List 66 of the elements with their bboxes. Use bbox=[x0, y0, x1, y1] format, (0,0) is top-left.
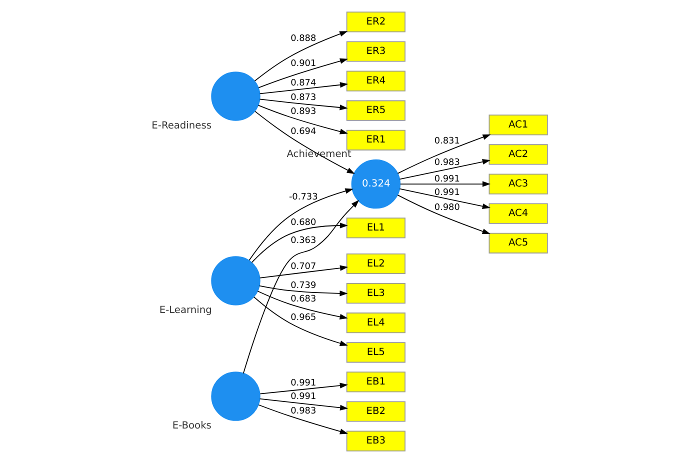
node-circle bbox=[211, 72, 260, 121]
edge-label: 0.874 bbox=[290, 78, 316, 89]
arrow bbox=[257, 290, 348, 320]
edge-label: 0.680 bbox=[290, 218, 316, 228]
edge-label: 0.965 bbox=[290, 313, 316, 324]
arrow bbox=[397, 194, 490, 234]
node-label: E-Books bbox=[172, 420, 212, 432]
node-box: AC5 bbox=[488, 232, 548, 254]
node-box: EL3 bbox=[346, 283, 406, 304]
edge-label: 0.873 bbox=[290, 92, 316, 103]
arrow bbox=[251, 222, 348, 263]
arrow bbox=[259, 82, 348, 94]
arrow bbox=[259, 98, 348, 110]
edge-label: -0.733 bbox=[288, 192, 318, 202]
edge-label: 0.683 bbox=[290, 294, 316, 304]
arrow bbox=[399, 188, 491, 210]
edge-label: 0.991 bbox=[290, 392, 316, 402]
node-label: E-Learning bbox=[159, 304, 212, 316]
arrow bbox=[248, 188, 354, 261]
node-box: AC4 bbox=[488, 203, 548, 224]
node-label: E-Readiness bbox=[152, 120, 212, 132]
edge-label: 0.983 bbox=[290, 406, 316, 416]
edge-label: 0.694 bbox=[290, 126, 316, 137]
node-box: EL5 bbox=[346, 342, 406, 363]
node-box: EL2 bbox=[346, 253, 406, 274]
node-box: EB1 bbox=[346, 372, 406, 392]
arrow bbox=[253, 296, 348, 346]
edge-label: 0.991 bbox=[434, 174, 460, 184]
node-box: AC2 bbox=[488, 144, 548, 165]
arrow bbox=[258, 285, 348, 296]
edge-label: 0.893 bbox=[290, 107, 316, 118]
node-box: AC1 bbox=[488, 114, 548, 136]
arrow bbox=[254, 110, 355, 174]
arrow bbox=[242, 200, 360, 374]
node-box: EL1 bbox=[346, 218, 406, 238]
edge-label: 0.983 bbox=[434, 158, 460, 168]
arrow bbox=[397, 134, 491, 174]
node-box: ER1 bbox=[346, 130, 406, 150]
edge-label: 0.831 bbox=[434, 136, 460, 147]
node-box: ER2 bbox=[346, 12, 406, 32]
edge-label: 0.739 bbox=[290, 280, 316, 291]
edge-label: 0.901 bbox=[290, 58, 316, 69]
arrow bbox=[259, 398, 348, 410]
arrow bbox=[258, 104, 348, 134]
node-box: ER4 bbox=[346, 70, 406, 92]
node-circle bbox=[211, 256, 260, 306]
node-box: ER3 bbox=[346, 41, 406, 62]
arrow bbox=[399, 159, 491, 180]
edge-label: 0.888 bbox=[290, 34, 316, 44]
arrow bbox=[258, 404, 348, 434]
arrow bbox=[259, 265, 348, 278]
node-box: ER5 bbox=[346, 100, 406, 121]
node-box: EB3 bbox=[346, 430, 406, 452]
edge-label: 0.991 bbox=[290, 378, 316, 389]
arrow bbox=[260, 382, 348, 394]
edge-label: 0.707 bbox=[290, 262, 316, 272]
node-box: EL4 bbox=[346, 312, 406, 334]
node-box: EB2 bbox=[346, 401, 406, 422]
arrow bbox=[400, 181, 491, 187]
edge-label: 0.991 bbox=[434, 188, 460, 198]
edge-label: 0.363 bbox=[290, 236, 316, 246]
edge-label: 0.980 bbox=[434, 203, 460, 214]
arrow bbox=[254, 31, 348, 82]
arrow bbox=[258, 58, 348, 88]
node-circle bbox=[211, 372, 260, 421]
node-box: AC3 bbox=[488, 174, 548, 194]
